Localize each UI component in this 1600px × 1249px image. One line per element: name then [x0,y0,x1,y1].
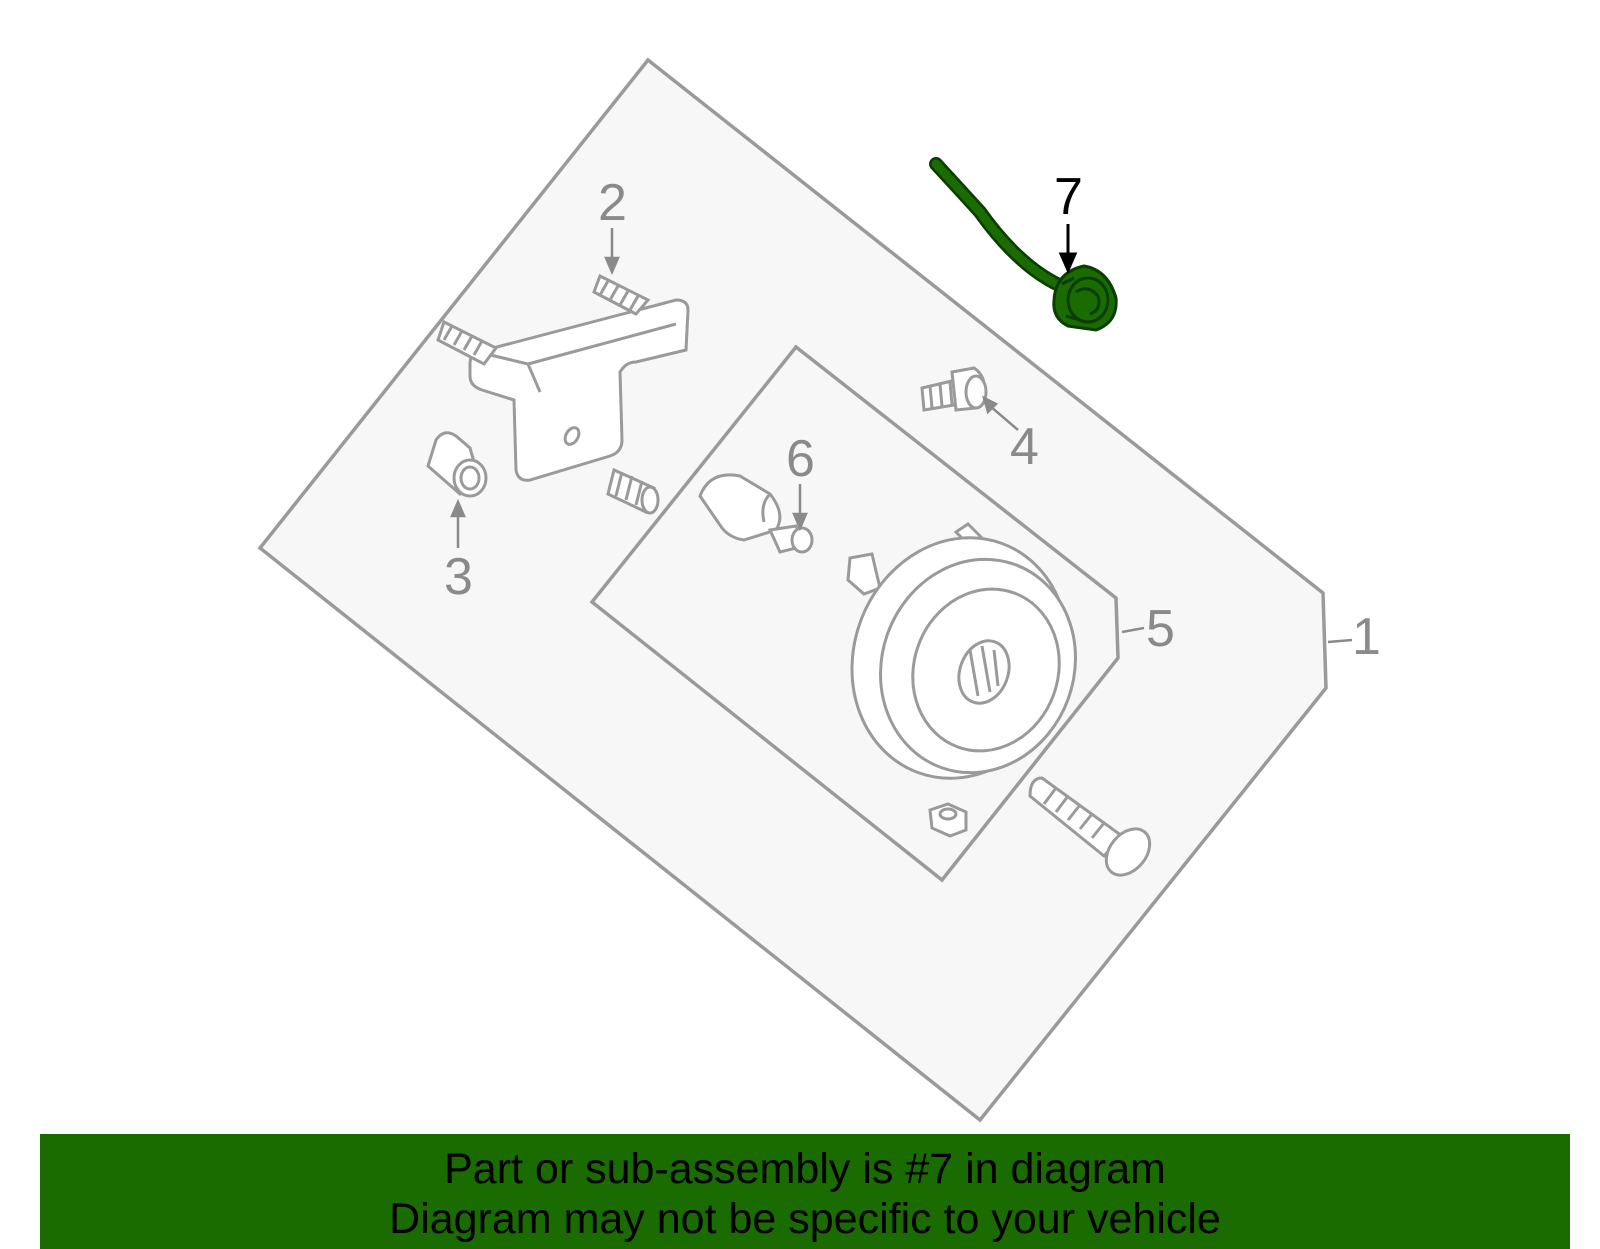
hex-nut [928,802,968,838]
callout-3: 3 [444,548,473,606]
callout-5: 5 [1146,600,1175,658]
part-7-harness [929,157,1118,332]
leader-4-arrowhead [982,395,999,415]
callout-4: 4 [1010,418,1039,476]
banner-line-2: Diagram may not be specific to your vehi… [389,1195,1221,1243]
leader-1 [1327,638,1353,644]
leader-7-arrowhead [1058,252,1078,274]
callout-leader-7 [1058,224,1078,274]
mounting-bracket [468,298,690,482]
leader-6-arrowhead [792,512,808,532]
callout-7: 7 [1054,168,1083,226]
leader-5 [1121,626,1145,634]
callout-2: 2 [598,174,627,232]
callout-leaders [450,228,1353,644]
part-3-clip [426,431,488,498]
banner-line-1: Part or sub-assembly is #7 in diagram [444,1145,1166,1193]
long-bolt [1028,776,1152,877]
leader-4 [989,405,1019,431]
parts-diagram: 1 2 3 4 5 6 7 [257,57,1381,1123]
bracket-stud-left [436,319,499,366]
leader-2-arrowhead [604,256,620,276]
leader-3-arrowhead [450,498,466,518]
callout-1: 1 [1352,608,1381,666]
pulley-assembly [846,522,1077,780]
bracket-stud-top [592,273,651,316]
part-7-grommet [1052,264,1118,332]
callout-6: 6 [786,430,815,488]
part-4-bolt [920,366,988,412]
part-6-sensor [698,473,814,554]
info-banner: Part or sub-assembly is #7 in diagram Di… [40,1134,1570,1249]
threaded-spacer [606,467,660,515]
